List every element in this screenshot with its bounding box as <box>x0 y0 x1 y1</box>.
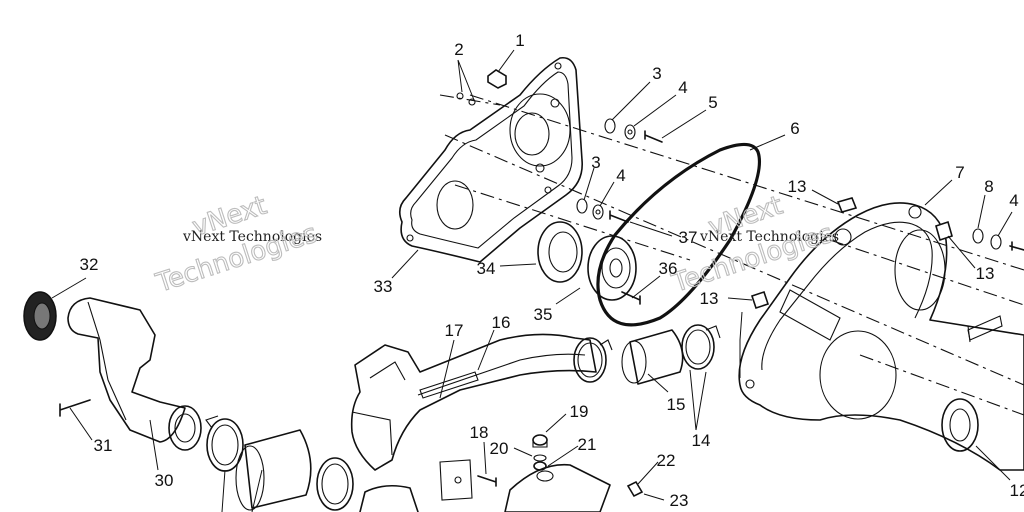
callout-22: 22 <box>657 451 676 470</box>
clamp-upper-left <box>573 337 613 383</box>
callout-6: 6 <box>790 119 799 138</box>
bolt-36 <box>621 291 641 305</box>
bolt-18 <box>477 475 497 487</box>
callout-23: 23 <box>670 491 689 510</box>
callout-3-top: 3 <box>652 64 661 83</box>
leader-lines <box>51 49 1013 512</box>
airbox-lower <box>504 463 611 512</box>
callout-19: 19 <box>570 402 589 421</box>
watermark-left: vNext Technologies vNext Technologies <box>151 190 322 299</box>
callout-34: 34 <box>477 259 496 278</box>
callout-1: 1 <box>515 31 524 50</box>
callout-12: 12 <box>1010 481 1024 500</box>
sleeve-lower <box>235 429 312 511</box>
outer-clutch-cover <box>738 202 1024 471</box>
bushing-1 <box>487 69 507 89</box>
clamp-lower-right <box>316 457 354 511</box>
callout-13-right: 13 <box>976 264 995 283</box>
clips-13 <box>750 197 953 310</box>
callout-21: 21 <box>578 435 597 454</box>
ring-12 <box>941 398 979 452</box>
callout-7: 7 <box>955 163 964 182</box>
callout-3-mid: 3 <box>591 153 600 172</box>
callout-14: 14 <box>692 431 711 450</box>
seal-34 <box>537 221 583 283</box>
callout-4-right: 4 <box>1009 191 1018 210</box>
callout-32: 32 <box>80 255 99 274</box>
washers-8-4-right <box>972 228 1024 251</box>
lower-tube <box>359 484 419 512</box>
callout-35: 35 <box>534 305 553 324</box>
washers-3-4-bolt-5 <box>576 118 663 223</box>
cap-19 <box>532 434 548 448</box>
callout-18: 18 <box>470 423 489 442</box>
pieces-22-23 <box>626 480 644 498</box>
part-callouts: 1 2 3 4 5 6 3 4 37 7 8 4 13 13 13 32 33 … <box>80 31 1024 510</box>
callout-30: 30 <box>155 471 174 490</box>
clamp-upper-right <box>681 324 721 370</box>
intake-elbow-30 <box>67 297 202 451</box>
callout-5: 5 <box>708 93 717 112</box>
callout-37: 37 <box>679 228 698 247</box>
callout-33: 33 <box>374 277 393 296</box>
drive-belt <box>596 142 762 327</box>
sleeve-15 <box>621 329 684 385</box>
boot-32 <box>23 291 57 341</box>
callout-16: 16 <box>492 313 511 332</box>
callout-36: 36 <box>659 259 678 278</box>
intake-duct <box>350 333 597 501</box>
callout-4-mid: 4 <box>616 166 625 185</box>
callout-13-top: 13 <box>788 177 807 196</box>
pins-2 <box>456 92 476 106</box>
callout-15: 15 <box>667 395 686 414</box>
watermark-text-small-left: vNext Technologies <box>182 229 322 245</box>
callout-8: 8 <box>984 177 993 196</box>
sheave-35 <box>587 235 637 301</box>
callout-13-mid: 13 <box>700 289 719 308</box>
inner-cover-plate <box>398 56 583 263</box>
callout-4-top: 4 <box>678 78 687 97</box>
watermark-text-small-right: vNext Technologies <box>699 229 839 245</box>
bolt-31 <box>59 399 91 417</box>
callout-17: 17 <box>445 321 464 340</box>
callout-2: 2 <box>454 40 463 59</box>
callout-20: 20 <box>490 439 509 458</box>
callout-31: 31 <box>94 436 113 455</box>
